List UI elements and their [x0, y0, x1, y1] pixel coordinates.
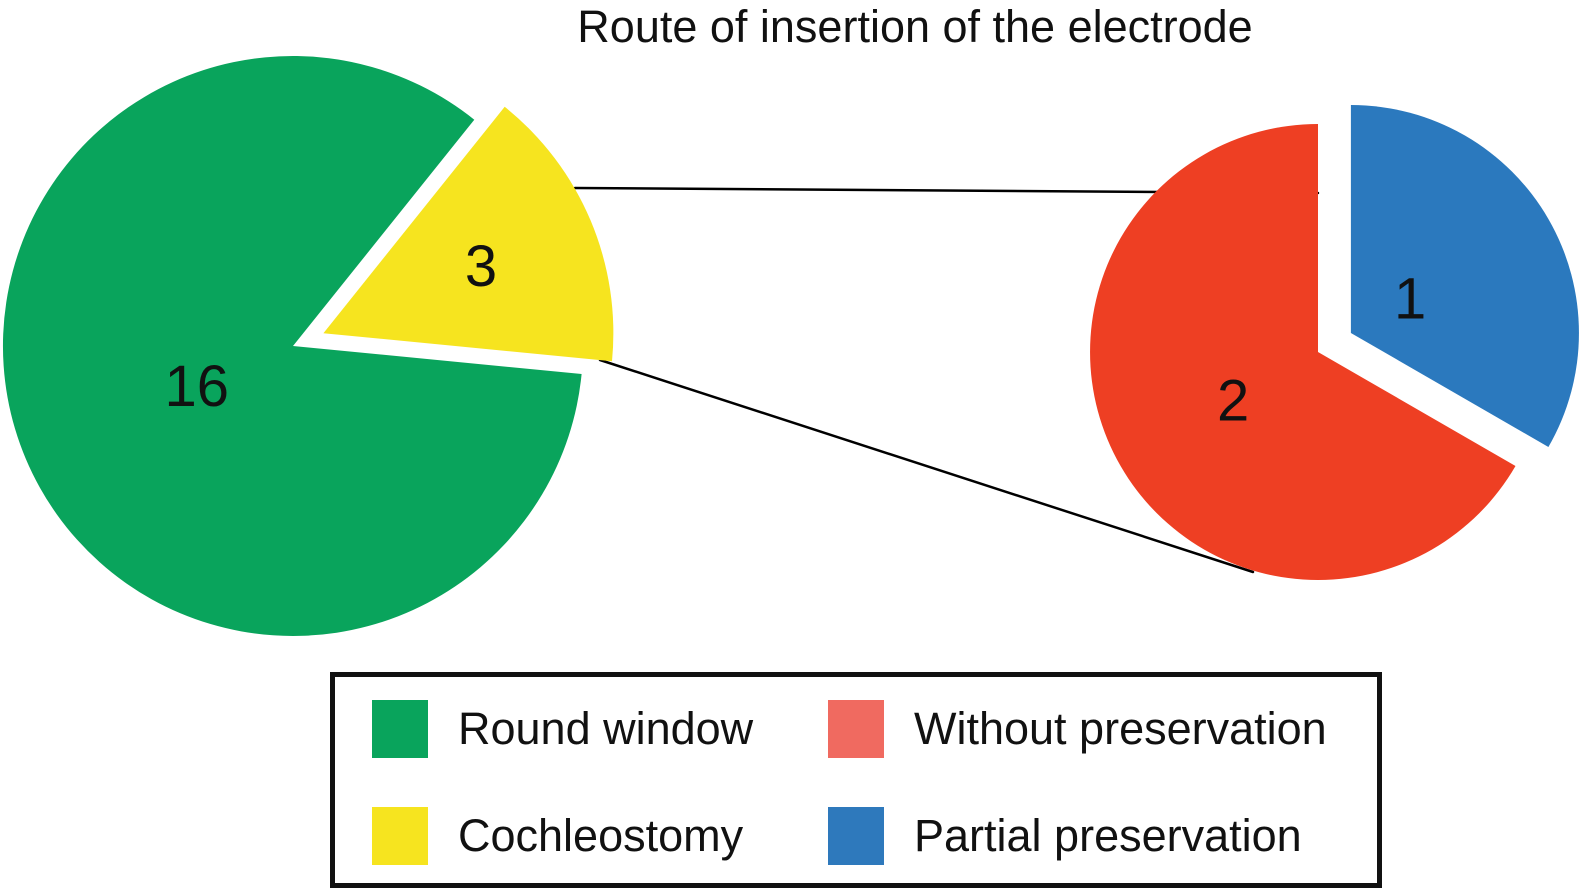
legend-box: Round window Cochleostomy Without preser…: [330, 672, 1382, 888]
slice-round-window: [2, 56, 582, 637]
slice-without-preservation: [1090, 124, 1516, 581]
callout-line-2: [598, 358, 1255, 574]
slice-value-label-without-preservation: 2: [1217, 369, 1249, 434]
legend-swatch-cochleostomy: [372, 807, 428, 865]
slice-partial-preservation: [1350, 104, 1579, 447]
legend-label-round-window: Round window: [458, 703, 754, 754]
legend-swatch-round-window: [372, 700, 428, 758]
legend-item-round-window: Round window: [372, 700, 753, 758]
legend-label-partial-preservation: Partial preservation: [914, 810, 1302, 861]
legend-item-without-preservation: Without preservation: [828, 700, 1327, 758]
legend-swatch-partial-preservation: [828, 807, 884, 865]
legend-item-partial-preservation: Partial preservation: [828, 807, 1302, 865]
slice-value-label-cochleostomy: 3: [465, 234, 497, 299]
pie-route-of-insertion: 16 3: [2, 56, 614, 637]
slice-value-label-partial-preservation: 1: [1394, 266, 1426, 331]
legend-label-cochleostomy: Cochleostomy: [458, 810, 744, 861]
legend-label-without-preservation: Without preservation: [914, 703, 1327, 754]
slice-value-label-round-window: 16: [165, 354, 230, 419]
slice-cochleostomy: [323, 106, 614, 362]
legend-swatch-without-preservation: [828, 700, 884, 758]
legend-item-cochleostomy: Cochleostomy: [372, 807, 743, 865]
chart-title: Route of insertion of the electrode: [577, 1, 1253, 52]
pie-cochleostomy-breakdown: 21: [1090, 104, 1579, 581]
